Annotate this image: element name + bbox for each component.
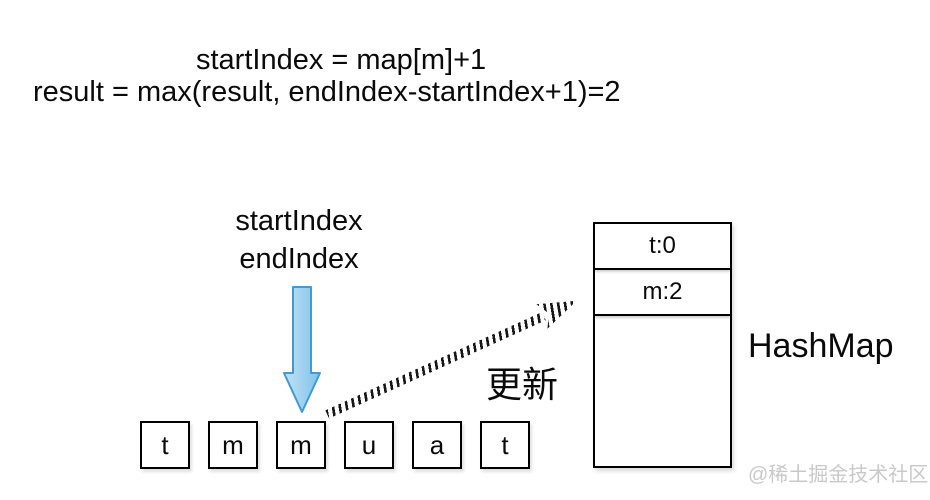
- striped-arrow-head: [536, 288, 582, 329]
- hashmap-entry: t:0: [595, 224, 730, 270]
- array-cell: m: [276, 421, 326, 469]
- array-cell: m: [208, 421, 258, 469]
- array-cell: t: [480, 421, 530, 469]
- formula-startindex: startIndex = map[m]+1: [196, 44, 487, 76]
- hashmap-entry: m:2: [595, 270, 730, 316]
- blue-down-arrow-icon: [283, 286, 321, 413]
- hashmap-title: HashMap: [748, 327, 894, 365]
- array-cell: a: [412, 421, 462, 469]
- pointer-label-endindex: endIndex: [239, 243, 359, 275]
- watermark: @稀土掘金技术社区: [748, 464, 929, 486]
- array-cell: t: [140, 421, 190, 469]
- pointer-label-startindex: startIndex: [235, 205, 363, 237]
- array-cell: u: [344, 421, 394, 469]
- pointer-label: startIndex endIndex: [199, 202, 399, 278]
- formula-result: result = max(result, endIndex-startIndex…: [33, 76, 621, 108]
- update-label: 更新: [486, 364, 559, 405]
